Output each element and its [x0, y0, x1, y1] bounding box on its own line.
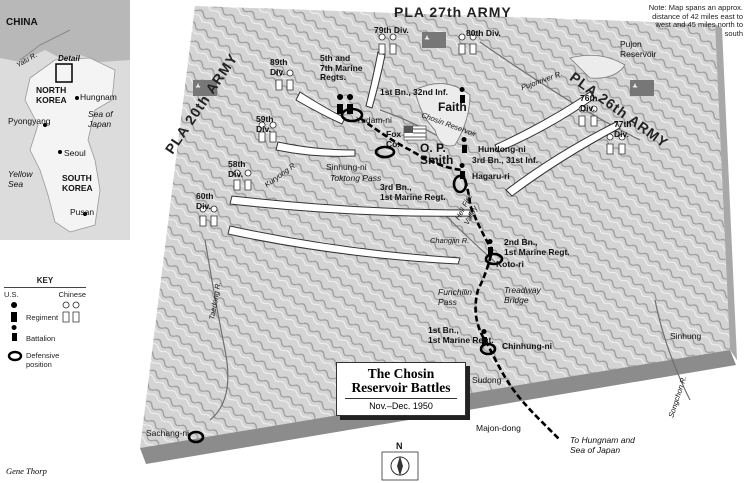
place-majon-dong: Majon-dong — [476, 423, 521, 433]
arrow-pla26-south — [505, 121, 621, 197]
river-changjin: Changjin R. — [430, 236, 470, 245]
chinese-regiment-icons — [199, 33, 626, 227]
place-toktong-pass: Toktong Pass — [330, 173, 382, 183]
map-key: KEY U.S. Chinese Regiment Battalion Defe… — [4, 276, 86, 369]
place-sinhung-ni: Sinhung-ni — [326, 162, 367, 172]
arrow-pla26-north — [494, 91, 596, 153]
division-76th: 76th Div. — [580, 93, 598, 113]
chinese-flag-27th — [422, 32, 446, 48]
key-title: KEY — [36, 276, 54, 285]
map-credit: Gene Thorp — [6, 466, 47, 476]
attack-arrows — [227, 51, 621, 265]
division-60th: 60th Div. — [196, 191, 214, 211]
unit-3rd-bn-1st-marine: 3rd Bn., 1st Marine Regt. — [380, 182, 446, 202]
division-89th: 89th Div. — [270, 57, 288, 77]
division-80th: 80th Div. — [466, 28, 501, 38]
key-chinese-label: Chinese — [58, 290, 86, 299]
place-koto-ri: Koto-ri — [496, 259, 524, 269]
chinese-flag-26th — [630, 80, 654, 96]
key-battalion-label: Battalion — [26, 334, 56, 343]
inset-label-hungnam: Hungnam — [80, 92, 117, 102]
arrow-89th — [295, 91, 346, 125]
inset-label-seoul: Seoul — [64, 148, 86, 158]
key-symbols — [7, 301, 80, 362]
place-sudong: Sudong — [472, 375, 502, 385]
pujon-reservoir — [569, 54, 626, 79]
unit-1st-bn-32nd: 1st Bn., 32nd Inf. — [380, 87, 449, 97]
place-sachang-ni: Sachang-ni — [146, 428, 190, 438]
place-hagaru-ri: Hagaru-ri — [472, 171, 510, 181]
us-unit-icons — [337, 87, 493, 345]
place-yudam-ni: Yudam-ni — [356, 115, 392, 125]
unit-3rd-bn-31st: 3rd Bn., 31st Inf. — [472, 155, 539, 165]
unit-1st-bn-1st-marine: 1st Bn., 1st Marine Regt. — [428, 325, 494, 345]
map-title: The Chosin Reservoir Battles — [351, 366, 451, 395]
inset-label-sea-of-japan: Sea of Japan — [88, 109, 113, 129]
inset-detail-box — [55, 63, 73, 83]
place-hundong-ni: Hundong-ni — [478, 144, 526, 154]
place-chinhung-ni: Chinhung-ni — [502, 341, 553, 351]
unit-op-smith: O. P. Smith — [420, 141, 454, 167]
inset-label-pusan: Pusan — [70, 207, 95, 217]
inset-map — [0, 0, 130, 240]
unit-faith: Faith — [438, 100, 467, 114]
place-pujon-reservoir: Pujon Reservoir — [620, 39, 657, 59]
us-flag — [403, 125, 427, 141]
compass-rose — [381, 451, 419, 481]
key-us-label: U.S. — [4, 290, 19, 299]
inset-label-pyongyang: Pyongyang — [8, 116, 51, 126]
inset-label-detail: Detail — [58, 54, 80, 63]
inset-label-north-korea: NORTH KOREA — [36, 85, 67, 105]
map-date: Nov.–Dec. 1950 — [345, 398, 457, 411]
arrow-pla20-south — [227, 225, 461, 265]
inset-label-yellow-sea: Yellow Sea — [8, 169, 33, 189]
unit-2nd-bn-1st-marine: 2nd Bn., 1st Marine Regt. — [504, 237, 570, 257]
map-scale-note: Note: Map spans an approx. distance of 4… — [648, 3, 743, 38]
place-to-hungnam: To Hungnam and Sea of Japan — [570, 435, 635, 455]
chinese-flag-20th — [193, 80, 217, 96]
inset-label-south-korea: SOUTH KOREA — [62, 173, 93, 193]
inset-label-china: CHINA — [6, 17, 38, 28]
unit-fox-co: Fox Co. — [386, 129, 402, 149]
arrow-79th — [365, 51, 386, 109]
map-title-box: The Chosin Reservoir Battles Nov.–Dec. 1… — [336, 362, 466, 416]
place-treadway-bridge: Treadway Bridge — [504, 285, 541, 305]
division-58th: 58th Div. — [228, 159, 246, 179]
key-regiment-label: Regiment — [26, 313, 59, 322]
arrow-pla20-mid — [229, 195, 471, 217]
army-label-pla27: PLA 27th ARMY — [394, 4, 512, 20]
division-59th: 59th Div. — [256, 114, 274, 134]
compass-label: N — [396, 441, 403, 451]
division-77th: 77th Div. — [614, 119, 632, 139]
division-79th: 79th Div. — [374, 25, 409, 35]
place-funchilin-pass: Funchilin Pass — [438, 287, 473, 307]
place-sinhung: Sinhung — [670, 331, 702, 341]
arrow-59th — [275, 141, 356, 157]
key-defensive-label: Defensive position — [26, 351, 60, 369]
unit-5th-7th-marines: 5th and 7th Marine Regts. — [320, 53, 363, 82]
chosin-reservoir — [414, 83, 471, 147]
